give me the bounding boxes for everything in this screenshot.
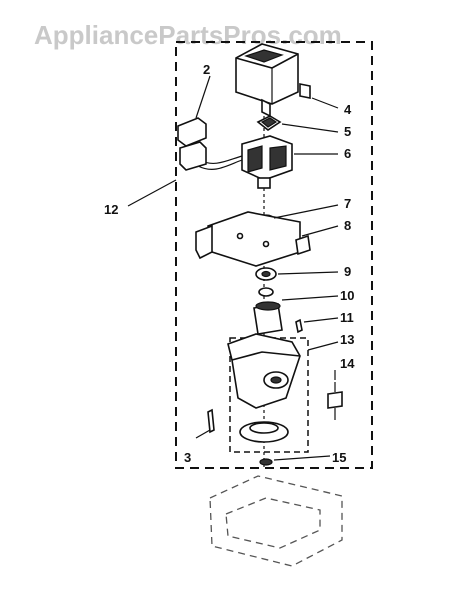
callout-7: 7 [344, 196, 351, 211]
callout-13: 13 [340, 332, 354, 347]
part-9-bushing [255, 267, 277, 281]
callout-10: 10 [340, 288, 354, 303]
callout-9: 9 [344, 264, 351, 279]
callout-11: 11 [340, 310, 354, 325]
callout-15: 15 [332, 450, 346, 465]
assembly-boundary-12 [175, 41, 373, 469]
part-14-switch [327, 382, 343, 420]
callout-5: 5 [344, 124, 351, 139]
housing-boundary-13 [229, 337, 309, 453]
callout-8: 8 [344, 218, 351, 233]
callout-3: 3 [184, 450, 191, 465]
callout-14: 14 [340, 356, 355, 371]
part-10-drive-gear [253, 287, 283, 335]
part-5-coupling [256, 115, 282, 131]
part-11-screw [295, 318, 303, 334]
leader-lines [127, 75, 339, 461]
part-4-motor-cover [235, 43, 311, 118]
auger-base-plate [239, 421, 289, 443]
callout-12: 12 [104, 202, 118, 217]
part-15-washer [259, 458, 273, 466]
part-3-screw [207, 408, 215, 434]
part-8-mounting-bracket [195, 211, 311, 267]
part-13-auger-housing [227, 333, 301, 409]
watermark-text: AppliancePartsPros.com [34, 20, 342, 50]
ice-bin-outline [209, 475, 343, 567]
callout-2: 2 [203, 62, 210, 77]
callout-4: 4 [344, 102, 352, 117]
part-6-motor [197, 135, 293, 189]
part-2-wire-connectors [177, 117, 207, 171]
callout-6: 6 [344, 146, 351, 161]
